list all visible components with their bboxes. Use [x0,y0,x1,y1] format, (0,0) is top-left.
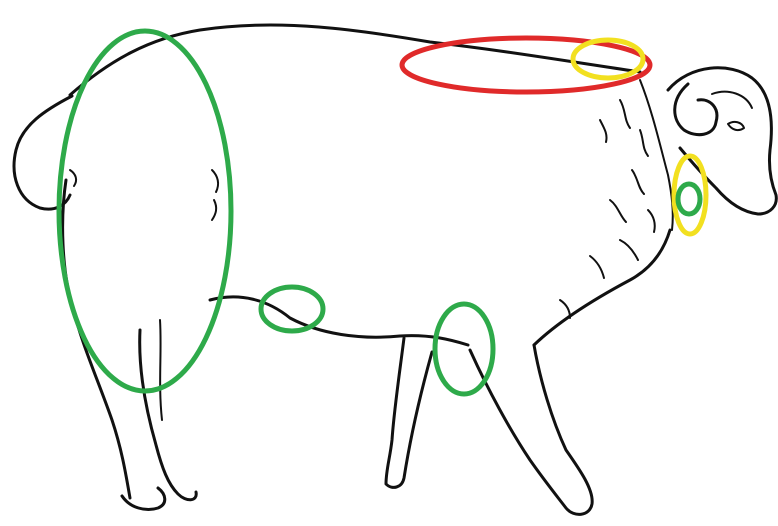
sheep-chest-outline [534,230,670,345]
marker-hindquarters-green [59,31,231,391]
sheep-rump-outline [63,180,130,498]
wool-texture [70,100,655,318]
marker-belly-green [261,287,323,331]
sheep-second-hind-leg-outline [160,320,162,420]
marker-back-red [402,38,650,92]
sheep-neck-outline [640,80,673,230]
sheep-eye [728,122,744,130]
sheep-hind-leg-inner-outline [140,330,197,500]
sheep-ear-outline [712,92,752,108]
sheep-back-outline [70,25,640,95]
marker-neck-green [678,184,700,214]
sheep-belly-outline [210,297,468,345]
sheep-horn-outline [675,84,717,135]
marker-elbow-green [435,304,493,394]
sheep-front-leg-outline [386,338,432,487]
